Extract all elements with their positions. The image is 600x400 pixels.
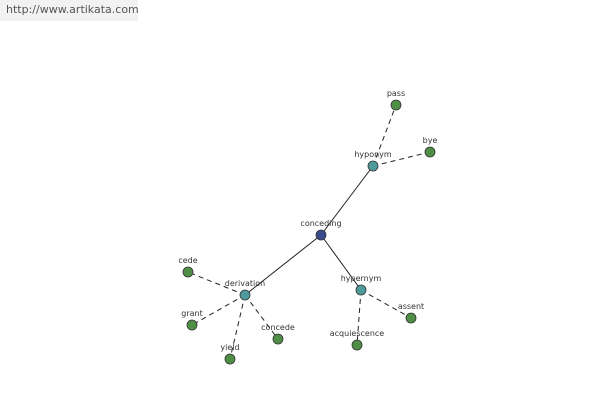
site-url[interactable]: http://www.artikata.com — [0, 0, 139, 21]
node-label-conceding: conceding — [300, 219, 341, 228]
node-label-concede: concede — [261, 323, 295, 332]
node-circle-pass[interactable] — [390, 99, 402, 111]
edge-derivation-concede — [244, 294, 279, 340]
node-circle-assent[interactable] — [405, 312, 417, 324]
edge-hypernym-acquiescence — [356, 289, 362, 346]
node-cede[interactable]: cede — [178, 256, 198, 278]
nodes-layer: conceding hyponym derivation hypernym pass by… — [178, 89, 438, 365]
node-circle-acquiescence[interactable] — [351, 339, 363, 351]
node-label-pass: pass — [387, 89, 405, 98]
node-label-grant: grant — [181, 309, 202, 318]
node-acquiescence[interactable]: acquiescence — [330, 329, 385, 351]
node-concede[interactable]: concede — [261, 323, 295, 345]
node-label-acquiescence: acquiescence — [330, 329, 385, 338]
node-circle-yield[interactable] — [224, 353, 236, 365]
node-circle-hyponym[interactable] — [367, 160, 379, 172]
edge-hypernym-assent — [360, 289, 412, 319]
edge-conceding-hypernym — [320, 234, 362, 291]
edge-conceding-hyponym — [320, 165, 374, 236]
node-label-cede: cede — [178, 256, 197, 265]
node-circle-derivation[interactable] — [239, 289, 251, 301]
edge-conceding-derivation — [244, 234, 322, 296]
edge-derivation-cede — [187, 271, 246, 296]
node-circle-cede[interactable] — [182, 266, 194, 278]
node-label-derivation: derivation — [225, 279, 265, 288]
node-grant[interactable]: grant — [181, 309, 203, 331]
node-conceding[interactable]: conceding — [300, 219, 342, 241]
node-label-hyponym: hyponym — [354, 150, 392, 159]
edge-hyponym-bye — [372, 151, 431, 167]
edge-hyponym-pass — [372, 104, 397, 167]
node-label-hypernym: hypernym — [341, 274, 382, 283]
node-bye[interactable]: bye — [423, 136, 438, 158]
node-assent[interactable]: assent — [398, 302, 424, 324]
node-circle-hypernym[interactable] — [355, 284, 367, 296]
node-pass[interactable]: pass — [387, 89, 405, 111]
edges-layer — [187, 104, 431, 360]
edge-derivation-grant — [191, 294, 246, 326]
node-circle-grant[interactable] — [186, 319, 198, 331]
node-derivation[interactable]: derivation — [225, 279, 265, 301]
node-circle-bye[interactable] — [424, 146, 436, 158]
node-label-bye: bye — [423, 136, 438, 145]
node-hyponym[interactable]: hyponym — [354, 150, 392, 172]
node-label-yield: yield — [220, 343, 239, 352]
node-yield[interactable]: yield — [220, 343, 240, 365]
node-hypernym[interactable]: hypernym — [341, 274, 382, 296]
node-label-assent: assent — [398, 302, 424, 311]
node-circle-conceding[interactable] — [315, 229, 327, 241]
edge-derivation-yield — [229, 294, 246, 360]
node-circle-concede[interactable] — [272, 333, 284, 345]
